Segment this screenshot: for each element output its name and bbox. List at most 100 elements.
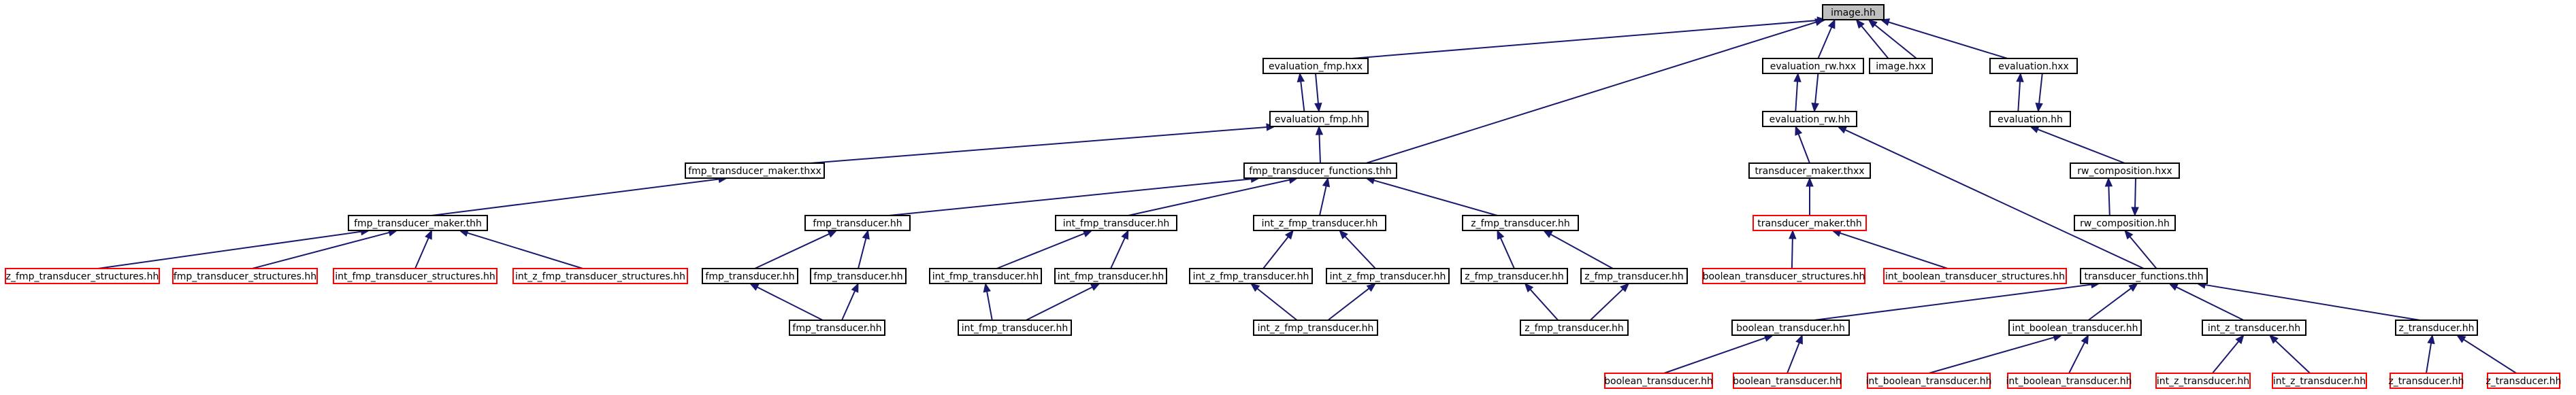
- node-z-transducer-hh-a[interactable]: z_transducer.hh: [2395, 320, 2478, 336]
- node-z-transducer-hh-b2[interactable]: z_transducer.hh: [2485, 373, 2562, 389]
- node-int-boolean-transducer-structures-hh[interactable]: int_boolean_transducer_structures.hh: [1883, 268, 2067, 284]
- node-evaluation-rw-hh[interactable]: evaluation_rw.hh: [1762, 111, 1857, 127]
- node-evaluation-rw-hxx[interactable]: evaluation_rw.hxx: [1762, 58, 1864, 74]
- node-label: fmp_transducer_maker.thh: [354, 218, 482, 229]
- edge-arrowhead: [425, 229, 432, 240]
- node-z-transducer-hh-b1[interactable]: z_transducer.hh: [2388, 373, 2464, 389]
- edge-arrowhead: [1297, 72, 1305, 83]
- node-box: [1762, 58, 1864, 74]
- node-label: rw_composition.hxx: [2077, 166, 2172, 177]
- edge-rw_composition_hh-to-rw_composition_hxx: [2104, 177, 2113, 216]
- edge-line: [1663, 337, 1766, 374]
- node-int-z-fmp-transducer-hh-a[interactable]: int_z_fmp_transducer.hh: [1253, 215, 1386, 231]
- edge-arrowhead: [1814, 18, 1825, 27]
- edge-image_hxx-to-image_hh: [1868, 19, 1917, 59]
- node-int-fmp-transducer-hh-c[interactable]: int_fmp_transducer.hh: [958, 320, 1072, 336]
- node-int-z-transducer-hh-b2[interactable]: int_z_transducer.hh: [2272, 373, 2367, 389]
- node-transducer-maker-thh[interactable]: transducer_maker.thh: [1752, 215, 1867, 231]
- node-evaluation-hxx[interactable]: evaluation.hxx: [1989, 58, 2078, 74]
- node-box: [2074, 215, 2176, 231]
- edge-int_boolean_transducer_hh_b1-to-int_boolean_transducer_hh_a: [1928, 333, 2063, 374]
- edge-z_fmp_transducer_hh_c-to-z_fmp_transducer_hh_b2: [1590, 283, 1630, 321]
- node-fmp-transducer-hh-c[interactable]: fmp_transducer.hh: [789, 320, 885, 336]
- node-z-fmp-transducer-hh-b2[interactable]: z_fmp_transducer.hh: [1580, 268, 1688, 284]
- node-int-boolean-transducer-hh-b2[interactable]: int_boolean_transducer.hh: [2006, 373, 2132, 389]
- node-rw-composition-hh[interactable]: rw_composition.hh: [2074, 215, 2176, 231]
- edge-line: [2087, 288, 2132, 321]
- edge-int_fmp_transducer_hh_b2-to-int_fmp_transducer_hh_a: [1110, 229, 1129, 269]
- node-int-boolean-transducer-hh-b1[interactable]: int_boolean_transducer.hh: [1866, 373, 1992, 389]
- node-evaluation-fmp-hh[interactable]: evaluation_fmp.hh: [1269, 111, 1369, 127]
- node-box: [172, 268, 318, 284]
- edge-line: [986, 291, 993, 321]
- node-fmp-transducer-maker-thxx[interactable]: fmp_transducer_maker.thxx: [685, 162, 825, 179]
- edge-arrowhead: [2104, 177, 2113, 187]
- node-int-z-transducer-hh-a[interactable]: int_z_transducer.hh: [2202, 320, 2306, 336]
- edge-evaluation_fmp_hxx-to-evaluation_fmp_hh: [1314, 73, 1322, 113]
- node-int-z-transducer-hh-b1[interactable]: int_z_transducer.hh: [2155, 373, 2251, 389]
- edge-line: [841, 290, 856, 321]
- node-box: [1883, 268, 2067, 284]
- node-rw-composition-hxx[interactable]: rw_composition.hxx: [2070, 162, 2180, 179]
- node-z-fmp-transducer-structures-hh[interactable]: z_fmp_transducer_structures.hh: [5, 268, 160, 284]
- node-z-fmp-transducer-hh-a[interactable]: z_fmp_transducer.hh: [1462, 215, 1579, 231]
- node-image-hxx[interactable]: image.hxx: [1869, 58, 1933, 74]
- node-int-z-fmp-transducer-hh-c[interactable]: int_z_fmp_transducer.hh: [1253, 320, 1378, 336]
- node-box: [1461, 268, 1568, 284]
- node-z-fmp-transducer-hh-b1[interactable]: z_fmp_transducer.hh: [1461, 268, 1568, 284]
- node-box: [2395, 320, 2478, 336]
- node-box: [1989, 58, 2078, 74]
- node-z-fmp-transducer-hh-c[interactable]: z_fmp_transducer.hh: [1520, 320, 1629, 336]
- node-fmp-transducer-hh-b1[interactable]: fmp_transducer.hh: [702, 268, 798, 284]
- node-boolean-transducer-hh-a[interactable]: boolean_transducer.hh: [1731, 320, 1850, 336]
- edge-line: [1373, 179, 1498, 216]
- node-fmp-transducer-structures-hh[interactable]: fmp_transducer_structures.hh: [172, 268, 318, 284]
- edge-int_z_fmp_transducer_hh_b2-to-int_z_fmp_transducer_hh_a: [1339, 230, 1376, 269]
- node-label: int_boolean_transducer.hh: [1866, 376, 1992, 387]
- node-fmp-transducer-maker-thh[interactable]: fmp_transducer_maker.thh: [348, 215, 488, 231]
- node-int-boolean-transducer-hh-a[interactable]: int_boolean_transducer.hh: [2008, 320, 2142, 336]
- node-int-z-fmp-transducer-hh-b2[interactable]: int_z_fmp_transducer.hh: [1326, 268, 1450, 284]
- node-label: z_fmp_transducer_structures.hh: [6, 271, 159, 282]
- edge-arrowhead: [1315, 125, 1324, 135]
- node-fmp-transducer-hh-b2[interactable]: fmp_transducer.hh: [810, 268, 907, 284]
- edge-arrowhead: [2081, 334, 2089, 345]
- edge-line: [1840, 232, 1949, 269]
- node-int-fmp-transducer-hh-b1[interactable]: int_fmp_transducer.hh: [929, 268, 1042, 284]
- node-box: [1702, 268, 1865, 284]
- node-box: [2487, 373, 2560, 389]
- node-label: fmp_transducer.hh: [705, 271, 794, 282]
- node-evaluation-hh[interactable]: evaluation.hh: [1989, 111, 2071, 127]
- node-fmp-transducer-functions-thh[interactable]: fmp_transducer_functions.thh: [1243, 162, 1397, 179]
- node-label: z_fmp_transducer.hh: [1465, 271, 1564, 282]
- node-int-z-fmp-transducer-hh-b1[interactable]: int_z_fmp_transducer.hh: [1189, 268, 1313, 284]
- node-image-hh[interactable]: image.hh: [1822, 4, 1885, 20]
- node-fmp-transducer-hh-a[interactable]: fmp_transducer.hh: [804, 215, 911, 231]
- node-label: int_boolean_transducer.hh: [2012, 323, 2138, 334]
- edge-line: [1928, 337, 2055, 374]
- edge-arrowhead: [1806, 177, 1814, 187]
- node-transducer-maker-thxx[interactable]: transducer_maker.thxx: [1748, 162, 1871, 179]
- node-box: [1253, 320, 1378, 336]
- node-int-fmp-transducer-hh-b2[interactable]: int_fmp_transducer.hh: [1054, 268, 1167, 284]
- node-int-z-fmp-transducer-structures-hh[interactable]: int_z_fmp_transducer_structures.hh: [512, 268, 688, 284]
- node-boolean-transducer-hh-b2[interactable]: boolean_transducer.hh: [1733, 373, 1842, 389]
- edge-boolean_transducer_structures_hh-to-transducer_maker_thh: [1789, 229, 1797, 269]
- edge-transducer_functions_thh-to-evaluation_rw_hh: [1837, 126, 2145, 269]
- node-box: [1253, 215, 1386, 231]
- node-transducer-functions-thh[interactable]: transducer_functions.thh: [2080, 268, 2208, 284]
- edge-arrowhead: [1366, 283, 1377, 292]
- node-int-fmp-transducer-hh-a[interactable]: int_fmp_transducer.hh: [1055, 215, 1177, 231]
- edge-evaluation_rw_hxx-to-evaluation_rw_hh: [1811, 73, 1819, 113]
- edge-line: [1814, 284, 2092, 321]
- node-label: image.hh: [1831, 7, 1876, 18]
- node-boolean-transducer-structures-hh[interactable]: boolean_transducer_structures.hh: [1702, 268, 1865, 284]
- node-label: int_z_transducer.hh: [2208, 323, 2300, 334]
- node-int-fmp-transducer-structures-hh[interactable]: int_fmp_transducer_structures.hh: [333, 268, 498, 284]
- edge-arrowhead: [749, 283, 760, 291]
- edge-arrowhead: [1793, 72, 1801, 82]
- edge-fmp_transducer_functions_thh-to-evaluation_fmp_hh: [1315, 125, 1324, 164]
- node-label: evaluation_fmp.hxx: [1269, 61, 1363, 72]
- node-boolean-transducer-hh-b1[interactable]: boolean_transducer.hh: [1604, 373, 1713, 389]
- node-evaluation-fmp-hxx[interactable]: evaluation_fmp.hxx: [1262, 58, 1369, 74]
